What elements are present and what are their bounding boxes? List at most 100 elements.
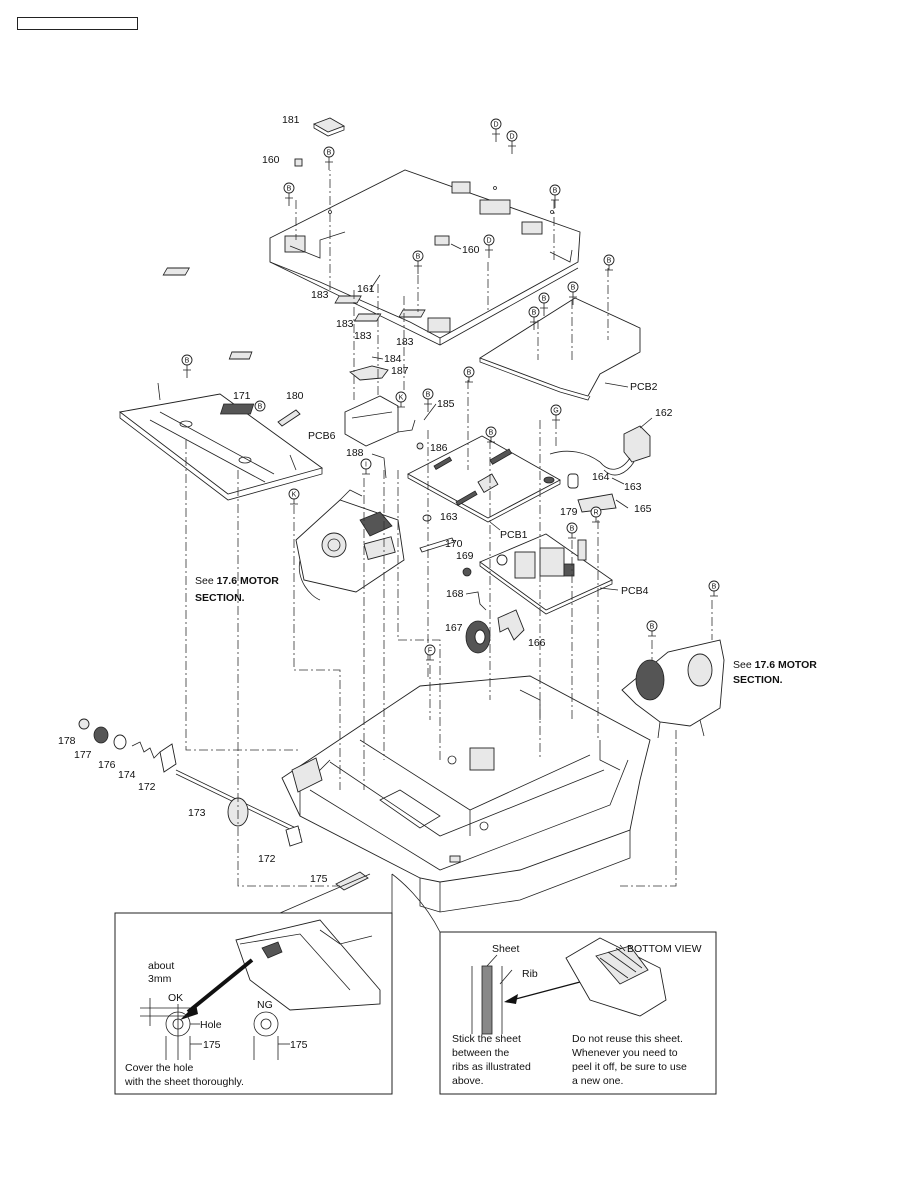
label-pcb6: PCB6 [308,430,336,442]
screw-B: B [412,250,424,274]
inset-stick-2: between the [452,1047,509,1059]
motor-note-left-line2: SECTION. [195,592,245,604]
label-163-b: 163 [440,511,458,523]
label-164: 164 [592,471,610,483]
label-178: 178 [58,735,76,747]
svg-text:B: B [570,526,575,533]
label-165: 165 [634,503,652,515]
label-170: 170 [445,538,463,550]
label-161: 161 [357,283,375,295]
part-171-tray [118,382,324,501]
label-168: 168 [446,588,464,600]
svg-text:B: B [426,392,431,399]
label-160-b: 160 [462,244,480,256]
svg-text:D: D [509,134,514,141]
roller-shaft-assembly [78,718,303,847]
pcb1-board [407,435,561,523]
svg-text:I: I [365,462,367,469]
svg-text:B: B [287,186,292,193]
screw-R: R [590,506,602,523]
harness-162-165 [549,425,651,513]
svg-text:K: K [292,492,297,499]
inset-reuse-4: a new one. [572,1075,623,1087]
label-185: 185 [437,398,455,410]
screw-B: B [181,354,193,378]
label-171: 171 [233,390,251,402]
label-187: 187 [391,365,409,377]
screws: B B D D B D B B B B B B B B B K B G I K … [181,118,720,661]
label-183-c: 183 [354,330,372,342]
label-pcb2: PCB2 [630,381,658,393]
svg-text:B: B [467,370,472,377]
label-175: 175 [310,873,328,885]
part-181: 181 [282,114,346,137]
label-172-b: 172 [258,853,276,865]
top-cover-plate [269,169,581,346]
svg-text:B: B [571,285,576,292]
svg-text:B: B [327,150,332,157]
screw-B: B [485,426,497,443]
screw-D: D [506,130,518,154]
label-183-b: 183 [336,318,354,330]
assembly-guide-lines [185,170,713,887]
part-175 [335,871,369,891]
label-183-a: 183 [311,289,329,301]
inset-stick-4: above. [452,1075,484,1087]
label-163-a: 163 [624,481,642,493]
screw-B: B [528,306,540,330]
svg-text:F: F [428,648,432,655]
svg-text:B: B [185,358,190,365]
screw-G: G [550,404,562,421]
part-170 [419,537,455,553]
part-167-gear [465,620,491,654]
label-188: 188 [346,447,364,459]
screw-B: B [538,292,550,316]
inset-cover-1: Cover the hole [125,1062,193,1074]
svg-text:B: B [553,188,558,195]
pcb2-board [478,297,641,401]
part-169 [462,567,472,577]
motor-note-right-line2: SECTION. [733,674,783,686]
inset-rib: Rib [522,968,538,980]
inset-hole-detail [114,873,393,1095]
part-187 [349,365,389,381]
svg-text:B: B [416,254,421,261]
part-186 [416,442,424,450]
svg-text:B: B [650,624,655,631]
svg-text:D: D [493,122,498,129]
screw-D: D [483,234,495,258]
label-181: 181 [282,114,300,126]
screw-B: B [549,184,561,208]
inset-3mm: 3mm [148,973,172,985]
screw-F: F [424,644,436,661]
label-186: 186 [430,442,448,454]
screw-D: D [490,118,502,142]
svg-text:G: G [553,408,558,415]
svg-text:B: B [607,258,612,265]
inset-ok: OK [168,992,183,1004]
label-169: 169 [456,550,474,562]
label-173: 173 [188,807,206,819]
screw-B: B [708,580,720,597]
screw-B: B [646,620,658,637]
label-176: 176 [98,759,116,771]
page-header-box [17,17,138,30]
part-184 [228,351,253,360]
inset-175-a: 175 [203,1039,221,1051]
inset-cover-2: with the sheet thoroughly. [124,1076,244,1088]
screw-K: K [288,488,300,505]
svg-text:R: R [593,510,598,517]
label-177: 177 [74,749,92,761]
svg-text:B: B [542,296,547,303]
svg-text:K: K [399,395,404,402]
motor-note-right-line1: See 17.6 MOTOR [733,659,817,671]
inset-175-b: 175 [290,1039,308,1051]
motor-note-left-line1: See 17.6 MOTOR [195,575,279,587]
inset-sheet: Sheet [492,943,520,955]
part-163-b [422,514,432,522]
label-180: 180 [286,390,304,402]
svg-text:B: B [532,310,537,317]
flat-cables [162,267,426,322]
svg-text:B: B [712,584,717,591]
